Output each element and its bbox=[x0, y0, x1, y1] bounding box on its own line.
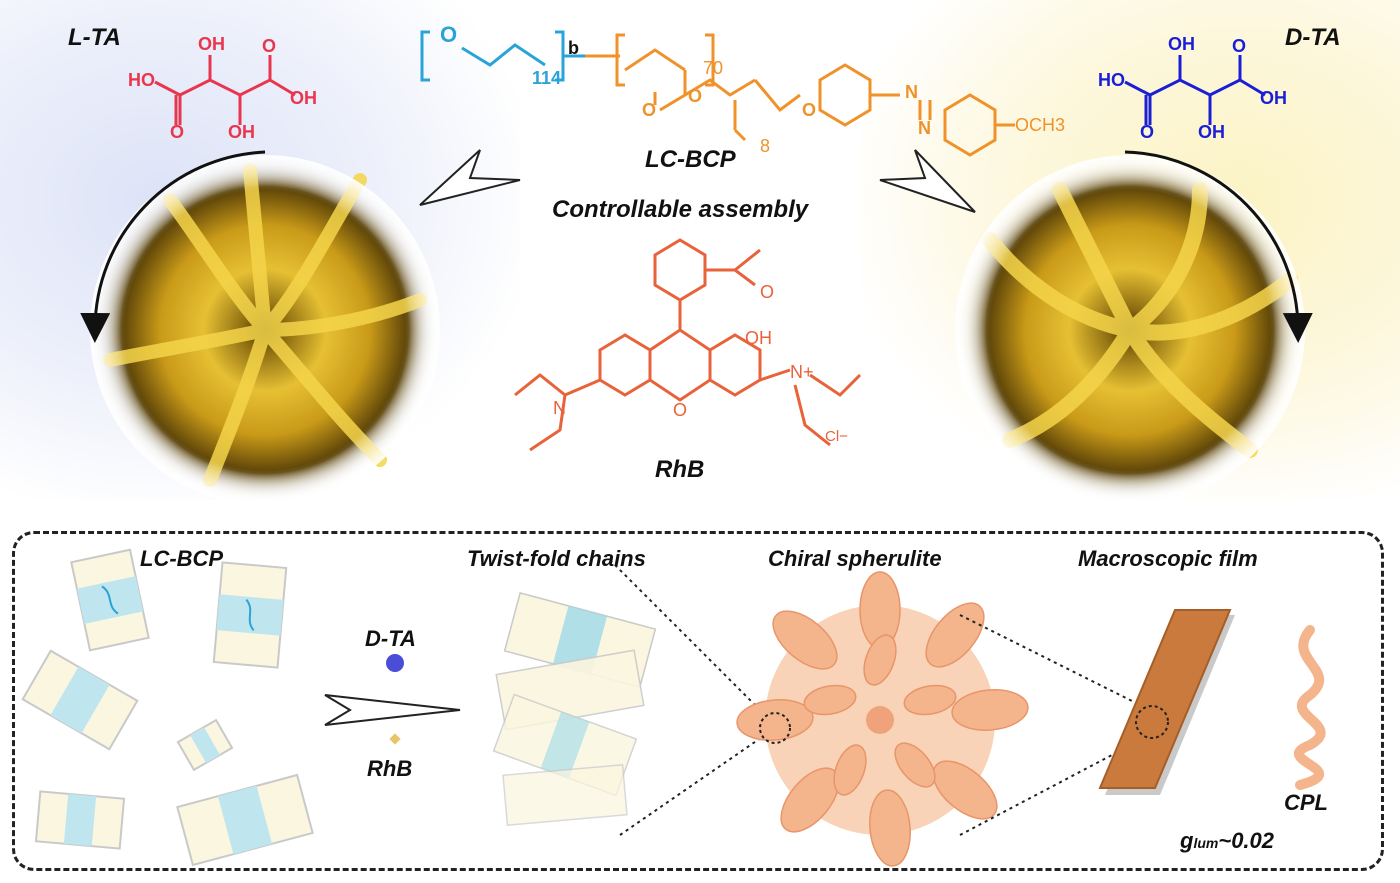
d-ta-o-bottom: O bbox=[1140, 122, 1155, 142]
l-ta-oh-bottom: OH bbox=[228, 122, 255, 142]
peo-block bbox=[420, 30, 585, 82]
ester-o-1: O bbox=[642, 100, 657, 120]
d-ta-oh-top: OH bbox=[1168, 34, 1195, 54]
rhb-ring-o: O bbox=[673, 400, 688, 420]
d-ta-label: D-TA bbox=[1285, 24, 1341, 51]
macroscopic-film bbox=[1098, 609, 1235, 795]
lc-bcp-label: LC-BCP bbox=[645, 146, 736, 173]
rhb-diamond bbox=[389, 733, 401, 745]
twist-fold-label: Twist-fold chains bbox=[467, 546, 646, 571]
azo-n-2: N bbox=[918, 118, 931, 138]
chiral-spherulite-label: Chiral spherulite bbox=[768, 546, 942, 571]
bottom-dashed-panel bbox=[12, 531, 1384, 871]
block-b-label: b bbox=[568, 38, 579, 58]
rhb-o: O bbox=[760, 282, 775, 302]
cpl-label: CPL bbox=[1284, 790, 1328, 815]
bottom-lcbcp-label: LC-BCP bbox=[140, 546, 224, 571]
l-ta-o-top: O bbox=[262, 36, 277, 56]
l-ta-oh-right: OH bbox=[290, 88, 317, 108]
left-spherulite bbox=[90, 155, 440, 505]
rhb-oh: OH bbox=[745, 328, 772, 348]
l-ta-oh-top: OH bbox=[198, 34, 225, 54]
chiral-spherulite bbox=[736, 571, 1029, 867]
bottom-scheme bbox=[21, 548, 1326, 867]
glum-g: g bbox=[1180, 828, 1194, 853]
ester-o-2: O bbox=[688, 86, 703, 106]
bottom-dta-label: D-TA bbox=[365, 626, 416, 651]
controllable-assembly-label: Controllable assembly bbox=[552, 196, 809, 223]
rhb-structure bbox=[514, 238, 862, 452]
rhb-n: N bbox=[553, 398, 566, 418]
ether-o: O bbox=[802, 100, 817, 120]
spacer-subscript: 8 bbox=[760, 136, 771, 156]
lc-subscript: 70 bbox=[703, 58, 724, 78]
rhb-nplus: N+ bbox=[790, 362, 814, 382]
lc-block bbox=[585, 33, 1015, 157]
d-ta-oh-right: OH bbox=[1260, 88, 1287, 108]
peo-subscript: 114 bbox=[532, 68, 562, 88]
l-ta-structure bbox=[154, 55, 296, 125]
l-ta-ho-left: HO bbox=[128, 70, 155, 90]
cpl-helix-icon bbox=[1293, 625, 1326, 790]
glum-sub: lum bbox=[1193, 835, 1219, 851]
d-ta-sphere bbox=[386, 654, 404, 672]
d-ta-ho-left: HO bbox=[1098, 70, 1125, 90]
rhb-label: RhB bbox=[655, 456, 705, 483]
twist-fold-stack bbox=[492, 591, 657, 826]
right-spherulite bbox=[955, 155, 1305, 505]
open-arrow-left bbox=[419, 149, 521, 206]
rhb-cl: Cl− bbox=[825, 428, 848, 445]
left-rotation-arrow bbox=[80, 150, 266, 343]
bottom-rhb-label: RhB bbox=[367, 756, 413, 781]
open-arrow-right bbox=[879, 149, 976, 213]
d-ta-structure bbox=[1124, 55, 1266, 125]
right-rotation-arrow bbox=[1124, 150, 1313, 343]
glum-label: glum~0.02 bbox=[1180, 828, 1274, 854]
methoxy-label: OCH3 bbox=[1015, 115, 1066, 135]
glum-value: ~0.02 bbox=[1218, 828, 1275, 853]
l-ta-label: L-TA bbox=[68, 24, 121, 51]
azo-n-1: N bbox=[905, 82, 918, 102]
peo-o-atom: O bbox=[440, 22, 458, 47]
macroscopic-film-label: Macroscopic film bbox=[1078, 546, 1258, 571]
d-ta-oh-bottom: OH bbox=[1198, 122, 1225, 142]
open-arrow-bottom bbox=[324, 694, 461, 726]
bcp-domains bbox=[21, 548, 314, 867]
l-ta-o-bottom: O bbox=[170, 122, 185, 142]
top-scheme bbox=[80, 30, 1313, 505]
d-ta-o-top: O bbox=[1232, 36, 1247, 56]
